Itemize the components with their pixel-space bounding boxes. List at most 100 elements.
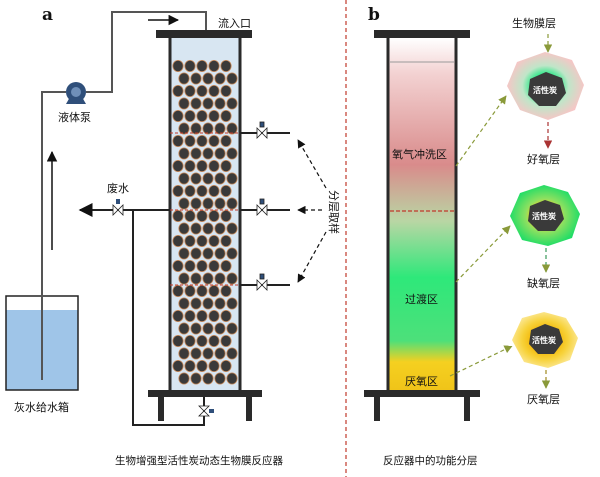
carbon-bead [208, 234, 220, 247]
carbon-bead [196, 60, 208, 73]
carbon-bead [214, 247, 226, 260]
carbon-bead [226, 197, 238, 210]
inlet-label: 流入口 [218, 16, 251, 30]
carbon-bead [202, 172, 214, 185]
carbon-bead [190, 272, 202, 285]
zone-transition-label: 过渡区 [405, 292, 438, 306]
carbon-bead [220, 159, 232, 172]
waste-label: 废水 [107, 181, 129, 195]
carbon-bead [214, 347, 226, 360]
carbon-bead [178, 272, 190, 285]
carbon-bead [208, 85, 220, 98]
carbon-bead [178, 222, 190, 235]
carbon-bead [214, 172, 226, 185]
carbon-bead [208, 309, 220, 322]
carbon-bead [214, 72, 226, 85]
carbon-bead [184, 85, 196, 98]
carbon-bead [226, 372, 238, 385]
carbon-bead [226, 122, 238, 135]
carbon-bead [196, 159, 208, 172]
carbon-bead [184, 110, 196, 123]
carbon-bead [178, 297, 190, 310]
carbon-bead [196, 134, 208, 147]
carbon-bead [196, 284, 208, 297]
carbon-bead [202, 247, 214, 260]
carbon-bead [172, 159, 184, 172]
carbon-bead [184, 184, 196, 197]
biofilm-label: 生物膜层 [512, 16, 556, 30]
reactor-column [148, 30, 262, 421]
carbon-bead [190, 197, 202, 210]
carbon-bead [190, 172, 202, 185]
carbon-bead [172, 359, 184, 372]
panel-a-caption: 生物增强型活性炭动态生物膜反应器 [115, 454, 283, 467]
carbon-bead [208, 359, 220, 372]
carbon-bead [226, 172, 238, 185]
carbon-bead [208, 259, 220, 272]
carbon-bead [202, 222, 214, 235]
carbon-bead [220, 284, 232, 297]
carbon-bead [220, 259, 232, 272]
carbon-bead [202, 372, 214, 385]
carbon-label-3: 活性炭 [532, 335, 556, 345]
carbon-label-1: 活性炭 [533, 85, 557, 95]
carbon-bead [220, 110, 232, 123]
carbon-bead [220, 359, 232, 372]
carbon-bead [184, 359, 196, 372]
carbon-bead [190, 147, 202, 160]
carbon-bead [202, 272, 214, 285]
tank-label: 灰水给水箱 [14, 400, 69, 414]
carbon-bead [184, 209, 196, 222]
granule-aerobic: 活性炭 [507, 52, 584, 120]
carbon-bead [202, 147, 214, 160]
carbon-bead [190, 347, 202, 360]
feed-pipe [41, 11, 207, 380]
zone-aerobic-label: 氧气冲洗区 [392, 147, 447, 161]
carbon-bead [172, 334, 184, 347]
carbon-bead [190, 322, 202, 335]
carbon-bead [214, 97, 226, 110]
carbon-bead [184, 159, 196, 172]
carbon-bead [190, 247, 202, 260]
carbon-bead [226, 72, 238, 85]
carbon-bead [172, 85, 184, 98]
carbon-bead [190, 97, 202, 110]
carbon-bead [226, 347, 238, 360]
carbon-bead [178, 172, 190, 185]
carbon-bead [214, 222, 226, 235]
carbon-bead [196, 359, 208, 372]
carbon-bead [226, 297, 238, 310]
carbon-bead [220, 234, 232, 247]
granule-anaerobic: 活性炭 [512, 312, 578, 368]
carbon-bead [214, 122, 226, 135]
panel-b-letter: b [368, 5, 380, 25]
carbon-bead [196, 184, 208, 197]
carbon-bead [220, 134, 232, 147]
carbon-bead [226, 322, 238, 335]
carbon-bead [202, 97, 214, 110]
carbon-bead [196, 234, 208, 247]
carbon-bead [214, 147, 226, 160]
carbon-bead [178, 147, 190, 160]
panel-b-caption: 反应器中的功能分层 [383, 454, 478, 467]
carbon-bead [184, 334, 196, 347]
carbon-bead [214, 272, 226, 285]
carbon-bead [172, 60, 184, 73]
carbon-bead [178, 122, 190, 135]
carbon-bead [202, 72, 214, 85]
carbon-bead [184, 134, 196, 147]
layer-arrows [449, 34, 553, 389]
carbon-bead [226, 147, 238, 160]
carbon-bead [190, 72, 202, 85]
carbon-bead [184, 284, 196, 297]
carbon-bead [184, 259, 196, 272]
carbon-bead [214, 322, 226, 335]
functional-column [364, 30, 480, 421]
carbon-bead [208, 209, 220, 222]
carbon-bead [184, 60, 196, 73]
carbon-bead [184, 309, 196, 322]
carbon-bead [178, 197, 190, 210]
carbon-bead [172, 309, 184, 322]
carbon-bead [172, 110, 184, 123]
